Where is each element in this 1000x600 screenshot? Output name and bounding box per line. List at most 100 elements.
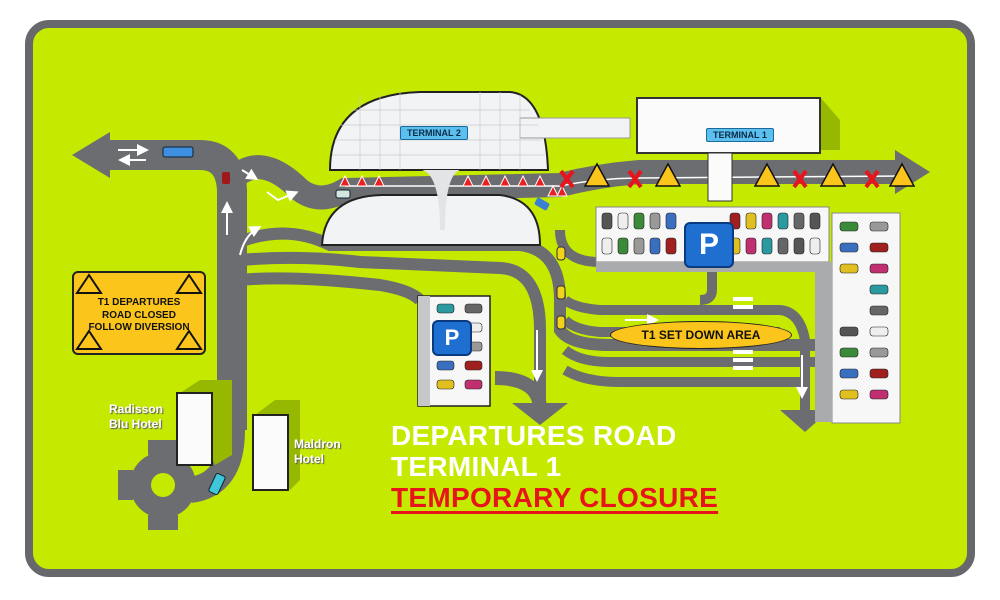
road-setdown-3 xyxy=(561,345,830,367)
parked-car xyxy=(869,347,889,358)
parked-car xyxy=(809,237,821,255)
roadworks-warning-icon xyxy=(753,162,781,187)
headline-line-2: TERMINAL 1 xyxy=(391,451,562,482)
radisson-label: Radisson Blu Hotel xyxy=(109,402,163,432)
radisson-label-line1: Radisson xyxy=(109,402,164,416)
parked-car xyxy=(793,237,805,255)
road-setdown-4 xyxy=(562,365,800,387)
road-setdown-2 xyxy=(561,316,780,337)
parked-car xyxy=(869,326,889,337)
parked-car xyxy=(436,303,455,314)
parked-car xyxy=(665,237,677,255)
road-t1-link xyxy=(555,229,601,267)
traffic-cone xyxy=(339,174,351,187)
parked-car xyxy=(665,212,677,230)
headline-line-1: DEPARTURES ROAD xyxy=(391,420,677,451)
red-x-icon xyxy=(792,169,808,189)
roadworks-warning-icon xyxy=(888,162,916,187)
pedestrian-crossing xyxy=(733,297,753,370)
roadworks-warning-icon xyxy=(819,162,847,187)
vehicles xyxy=(162,146,566,496)
parked-car xyxy=(869,305,889,316)
parked-car xyxy=(436,360,455,371)
parked-car xyxy=(869,368,889,379)
traffic-cone xyxy=(517,174,529,187)
road-loop-1 xyxy=(243,227,830,351)
red-x-icon xyxy=(627,169,643,189)
parked-car xyxy=(869,242,889,253)
t1-set-down-area: T1 SET DOWN AREA xyxy=(610,321,792,349)
parked-car xyxy=(809,212,821,230)
traffic-cones xyxy=(339,174,568,197)
parked-car xyxy=(745,237,757,255)
traffic-cone xyxy=(480,174,492,187)
headline-closure: TEMPORARY CLOSURE xyxy=(391,482,719,513)
parked-car xyxy=(464,303,483,314)
parked-car xyxy=(464,379,483,390)
parked-car xyxy=(761,212,773,230)
maldron-label-line1: Maldron xyxy=(294,437,341,451)
maldron-label: Maldron Hotel xyxy=(294,437,341,467)
road-west-exit xyxy=(110,140,247,430)
roadworks-warning-icon xyxy=(75,273,203,350)
parked-car xyxy=(617,212,629,230)
traffic-cone xyxy=(462,174,474,187)
road-loop-2 xyxy=(239,251,546,400)
road-network xyxy=(110,140,900,503)
red-x-icon xyxy=(559,169,575,189)
parked-car xyxy=(839,263,859,274)
roadworks-warning-icon xyxy=(583,162,611,187)
parked-car xyxy=(839,347,859,358)
terminal-2-sign: TERMINAL 2 xyxy=(400,126,468,140)
parked-car xyxy=(633,212,645,230)
roadworks-warning-icon xyxy=(654,162,682,187)
parked-car xyxy=(745,212,757,230)
traffic-cone xyxy=(356,174,368,187)
mscp-exit-arrow xyxy=(512,403,568,425)
parked-car xyxy=(869,263,889,274)
parked-car xyxy=(839,242,859,253)
parked-car xyxy=(601,212,613,230)
terminal-2-building xyxy=(320,91,631,246)
roundabout xyxy=(118,440,196,530)
red-x-icon xyxy=(864,169,880,189)
parked-car xyxy=(869,389,889,400)
closure-line-2: ROAD CLOSED xyxy=(102,309,176,321)
closure-line-3: FOLLOW DIVERSION xyxy=(88,322,190,333)
parked-car xyxy=(777,237,789,255)
closure-sign: T1 DEPARTURES ROAD CLOSED FOLLOW DIVERSI… xyxy=(72,271,206,355)
parked-car xyxy=(869,284,889,295)
parked-car xyxy=(793,212,805,230)
hotel-buildings xyxy=(176,380,300,491)
traffic-cone xyxy=(373,174,385,187)
road-closed-markers xyxy=(559,169,880,189)
parked-car xyxy=(761,237,773,255)
parked-car xyxy=(436,379,455,390)
road-to-terminals xyxy=(223,155,900,210)
parked-car xyxy=(649,237,661,255)
mscp-parking-icon: P xyxy=(432,320,472,356)
parked-car xyxy=(777,212,789,230)
parked-car xyxy=(601,237,613,255)
parked-cars xyxy=(436,212,889,400)
parked-car xyxy=(839,389,859,400)
t1-parking-icon: P xyxy=(684,222,734,268)
parked-car xyxy=(464,360,483,371)
traffic-cone xyxy=(534,174,546,187)
parked-car xyxy=(839,326,859,337)
closure-line-1: T1 DEPARTURES xyxy=(97,297,181,308)
maldron-label-line2: Hotel xyxy=(294,452,324,466)
terminal-1-building xyxy=(636,97,840,202)
traffic-cone xyxy=(499,174,511,187)
headline: DEPARTURES ROAD TERMINAL 1 TEMPORARY CLO… xyxy=(391,420,718,513)
road-t1-carpark-exit xyxy=(699,260,717,305)
parked-car xyxy=(649,212,661,230)
roadworks-signs xyxy=(583,162,916,187)
radisson-label-line2: Blu Hotel xyxy=(109,417,162,431)
traffic-cone xyxy=(556,184,568,197)
west-exit-arrow xyxy=(72,132,110,178)
parked-car xyxy=(869,221,889,232)
parked-car xyxy=(839,368,859,379)
terminal-1-sign: TERMINAL 1 xyxy=(706,128,774,142)
